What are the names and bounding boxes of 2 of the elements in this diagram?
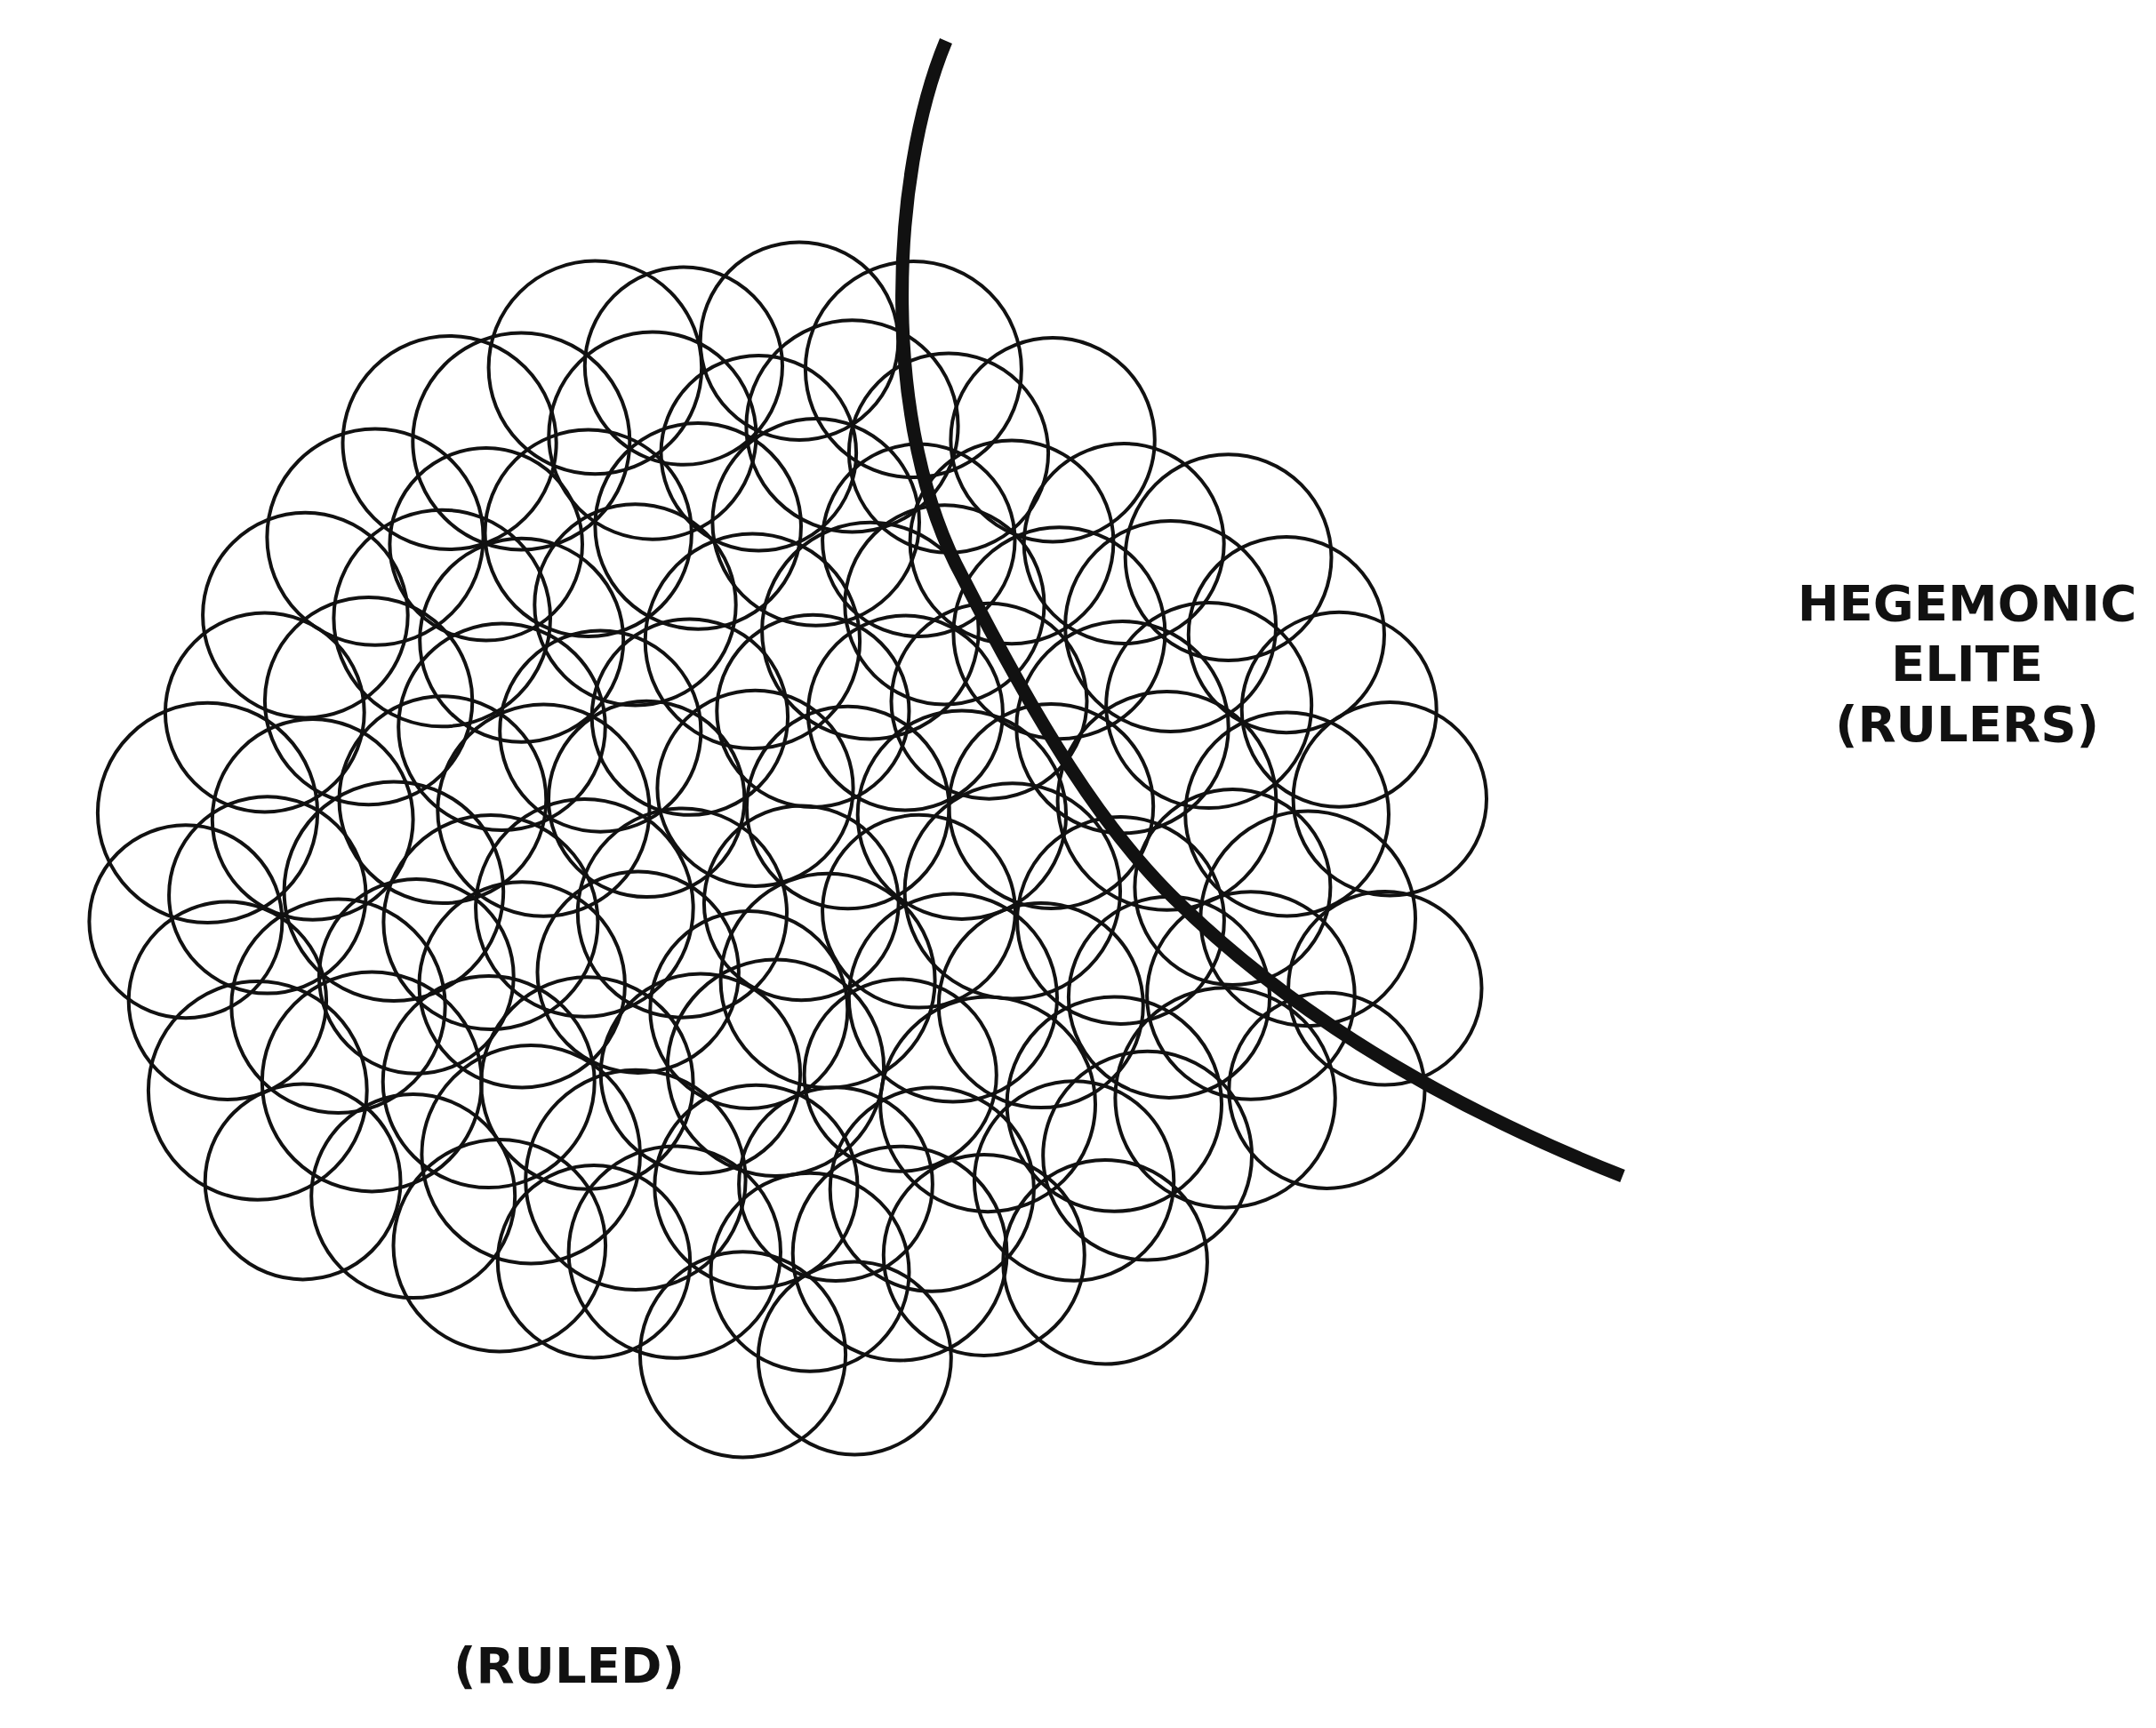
group-label: (RULED) [452,1636,686,1696]
group-label: HEGEMONIC ELITE (RULERS) [1796,573,2138,755]
